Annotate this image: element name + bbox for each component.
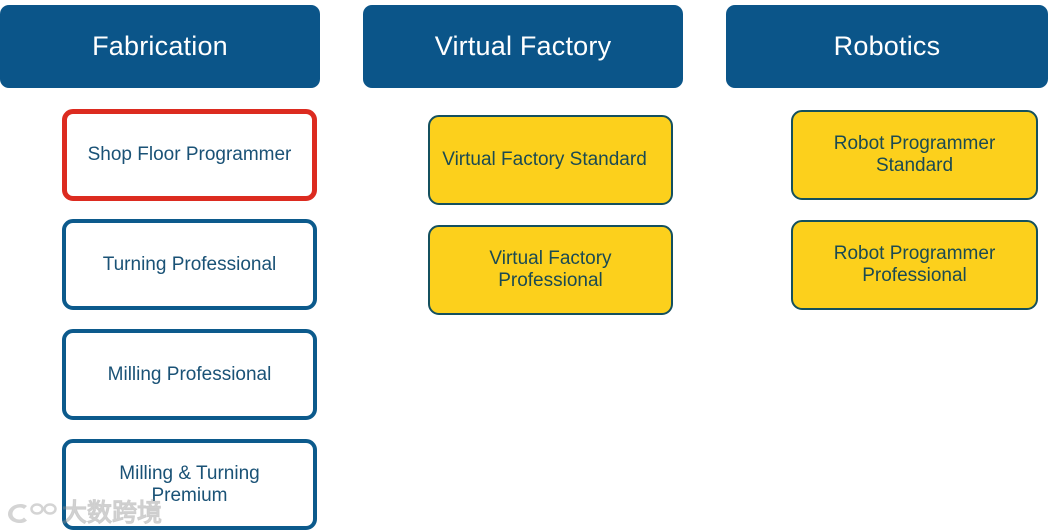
node-shop-floor-programmer[interactable]: Shop Floor Programmer <box>62 109 317 201</box>
node-robot-programmer-standard[interactable]: Robot Programmer Standard <box>791 110 1038 200</box>
column-header-fabrication[interactable]: Fabrication <box>0 5 320 88</box>
column-header-label: Robotics <box>833 30 941 61</box>
column-header-robotics[interactable]: Robotics <box>726 5 1048 88</box>
node-milling-professional[interactable]: Milling Professional <box>62 329 317 420</box>
node-label: Turning Professional <box>102 253 277 275</box>
dashujingjing-logo-icon <box>8 503 57 523</box>
node-label: Robot Programmer Standard <box>833 133 996 176</box>
node-label: Virtual Factory Professional <box>489 248 612 291</box>
node-label: Milling Professional <box>107 363 272 385</box>
column-header-label: Virtual Factory <box>434 30 612 61</box>
node-virtual-factory-professional[interactable]: Virtual Factory Professional <box>428 225 673 315</box>
node-label: Robot Programmer Professional <box>833 243 996 286</box>
node-milling-and-turning-premium[interactable]: Milling & Turning Premium <box>62 439 317 530</box>
column-header-label: Fabrication <box>92 30 228 61</box>
node-robot-programmer-professional[interactable]: Robot Programmer Professional <box>791 220 1038 310</box>
column-header-virtual-factory[interactable]: Virtual Factory <box>363 5 683 88</box>
node-label: Milling & Turning Premium <box>119 462 260 506</box>
node-label: Virtual Factory Standard <box>442 149 647 171</box>
node-label: Shop Floor Programmer <box>87 144 292 166</box>
node-turning-professional[interactable]: Turning Professional <box>62 219 317 310</box>
node-virtual-factory-standard[interactable]: Virtual Factory Standard <box>428 115 673 205</box>
